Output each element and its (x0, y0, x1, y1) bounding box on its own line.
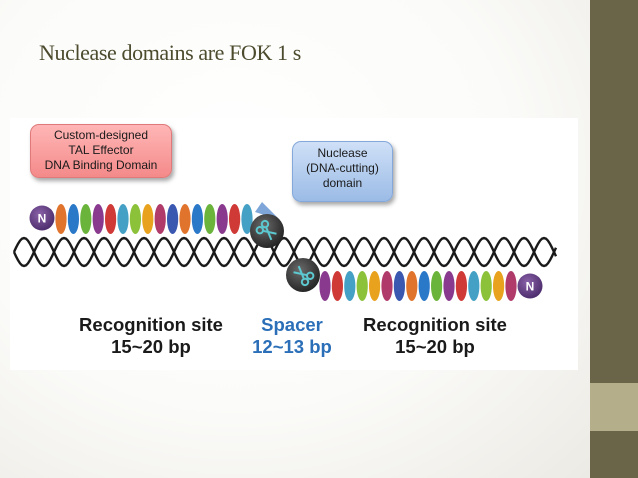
tal-repeat (480, 271, 492, 301)
tal-repeat (493, 271, 505, 301)
scissors-icon (255, 219, 277, 241)
callout-line: DNA Binding Domain (44, 158, 158, 172)
slide-title: Nuclease domains are FOK 1 s (39, 40, 301, 65)
tal-repeat (117, 204, 129, 234)
tal-repeat (431, 271, 443, 301)
tal-repeat (129, 204, 141, 234)
tal-repeat (142, 204, 154, 234)
tal-repeat (154, 204, 166, 234)
tal-repeats-top (55, 204, 253, 234)
right-recognition-site-label: Recognition site 15~20 bp (350, 314, 520, 358)
tal-repeat (204, 204, 216, 234)
tal-repeat (92, 204, 104, 234)
callout-line: (DNA-cutting) (306, 161, 379, 175)
site-length: 15~20 bp (395, 336, 475, 357)
callout-line: TAL Effector (68, 143, 134, 157)
tal-repeat (216, 204, 228, 234)
tal-repeat (331, 271, 343, 301)
callout-line: Custom-designed (53, 128, 149, 142)
tal-repeat (418, 271, 430, 301)
n-terminus-left: N (29, 205, 55, 231)
scissors-icon (293, 265, 315, 287)
spacer-label: Spacer 12~13 bp (240, 314, 344, 358)
tal-repeat (505, 271, 517, 301)
dna-strand-top (12, 236, 558, 268)
site-length: 15~20 bp (111, 336, 191, 357)
n-terminus-label: N (38, 212, 47, 226)
spacer-length: 12~13 bp (252, 336, 332, 357)
spacer-name: Spacer (261, 314, 323, 335)
tal-repeat (344, 271, 356, 301)
tal-repeat (229, 204, 241, 234)
tal-repeat (179, 204, 191, 234)
tal-repeat (455, 271, 467, 301)
left-recognition-site-label: Recognition site 15~20 bp (66, 314, 236, 358)
tal-repeat (67, 204, 79, 234)
tal-repeat (105, 204, 117, 234)
side-accent-block (590, 383, 638, 431)
site-name: Recognition site (363, 314, 507, 335)
tal-repeat (468, 271, 480, 301)
tal-repeat (393, 271, 405, 301)
tal-repeat (80, 204, 92, 234)
site-name: Recognition site (79, 314, 223, 335)
n-terminus-right: N (517, 273, 543, 299)
tal-repeat (55, 204, 67, 234)
tal-repeat (356, 271, 368, 301)
tal-repeat (369, 271, 381, 301)
tal-repeat (167, 204, 179, 234)
callout-line: Nuclease (317, 146, 368, 160)
tal-repeat (381, 271, 393, 301)
fok1-nuclease-top (250, 214, 284, 248)
tal-repeat (191, 204, 203, 234)
tal-repeat (406, 271, 418, 301)
n-terminus-label: N (526, 280, 535, 294)
tal-repeat (319, 271, 331, 301)
nuclease-callout: Nuclease (DNA-cutting) domain (292, 141, 393, 202)
tal-repeat (241, 204, 253, 234)
tal-repeat (443, 271, 455, 301)
tal-effector-callout: Custom-designed TAL Effector DNA Binding… (30, 124, 172, 178)
tal-repeats-bottom (319, 271, 517, 301)
fok1-nuclease-bottom (286, 258, 320, 292)
dna-strand-bottom (12, 236, 558, 268)
callout-line: domain (322, 176, 363, 190)
